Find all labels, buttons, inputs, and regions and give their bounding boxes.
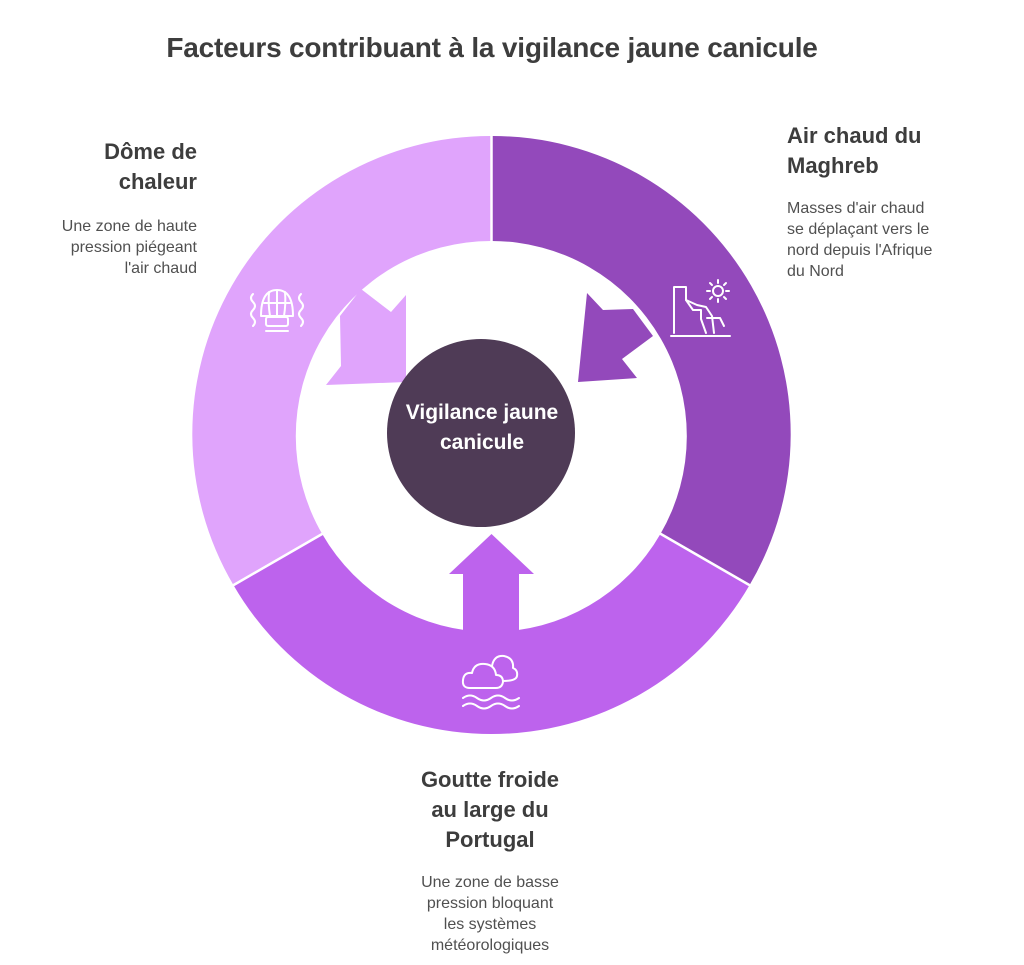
factor-title-maghreb: Air chaud du Maghreb <box>787 123 922 178</box>
hot-air-dome-icon <box>250 289 304 332</box>
factor-desc-maghreb: Masses d'air chaud se déplaçant vers le … <box>787 200 933 280</box>
segment-maghreb <box>491 135 791 585</box>
cloud-waves-icon <box>461 654 520 710</box>
arrow-dome <box>326 289 406 385</box>
center-circle <box>387 339 575 527</box>
factor-title-dome: Dôme de chaleur <box>104 139 197 194</box>
arrow-maghreb <box>578 293 653 382</box>
factor-desc-goutte: Une zone de basse pression bloquant les … <box>421 874 559 954</box>
diagram-title: Facteurs contribuant à la vigilance jaun… <box>166 32 818 63</box>
center-label: Vigilance jaune canicule <box>405 401 559 454</box>
segment-goutte <box>233 534 750 735</box>
segment-separators <box>231 134 752 588</box>
segment-dome <box>192 135 492 585</box>
arrow-goutte <box>449 534 534 632</box>
factor-desc-dome: Une zone de haute pression piégeant l'ai… <box>61 218 197 277</box>
desert-sun-icon <box>670 279 731 337</box>
factor-title-goutte: Goutte froide au large du Portugal <box>420 767 560 852</box>
